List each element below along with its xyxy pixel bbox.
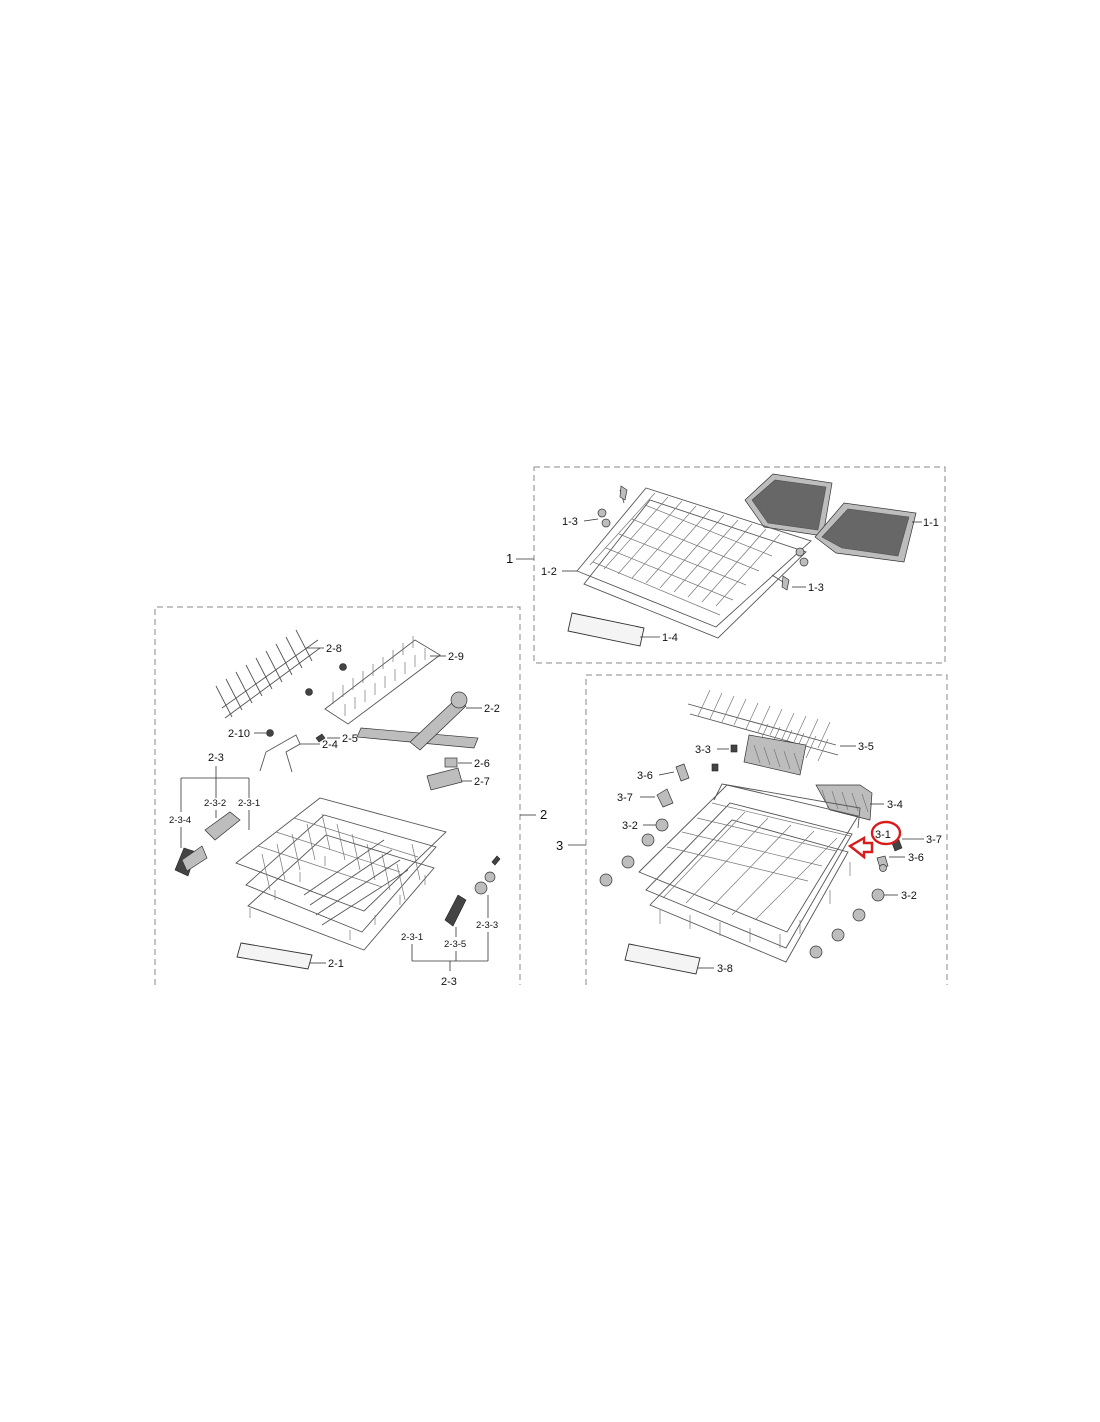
fitting-3-3	[711, 744, 738, 772]
fold-down-tines	[215, 629, 321, 719]
label-2-3-4: 2-3-4	[169, 815, 191, 826]
lower-rack-basket	[235, 797, 447, 951]
label-2-3-1-top: 2-3-1	[238, 798, 260, 809]
group-1-label: 1	[506, 551, 513, 566]
tine-holders	[174, 811, 241, 877]
label-2-7: 2-7	[474, 776, 490, 788]
label-3-7-left: 3-7	[617, 792, 633, 804]
cup-shelves	[743, 734, 873, 821]
label-2-3-bottom: 2-3	[441, 976, 457, 988]
label-2-6: 2-6	[474, 758, 490, 770]
small-fittings	[266, 663, 347, 743]
lower-rack-handle-3	[624, 943, 701, 975]
cutlery-tray	[744, 473, 917, 563]
label-2-5: 2-5	[342, 733, 358, 745]
label-3-8: 3-8	[717, 963, 733, 975]
label-3-2-left: 3-2	[622, 820, 638, 832]
label-3-6-right: 3-6	[908, 852, 924, 864]
rack-insert	[324, 636, 441, 725]
label-1-2: 1-2	[541, 566, 557, 578]
label-1-4: 1-4	[662, 632, 678, 644]
group-3-rack: 3 3-5 3-3 3-4 3-6	[556, 674, 948, 985]
label-1-3-right: 1-3	[808, 582, 824, 594]
label-3-5: 3-5	[858, 741, 874, 753]
fold-tines-right	[687, 689, 839, 762]
group-3-label: 3	[556, 838, 563, 853]
label-2-3-1-bottom: 2-3-1	[401, 932, 423, 943]
label-2-3-2: 2-3-2	[204, 798, 226, 809]
upper-rack-basket	[576, 487, 812, 639]
rack-rollers	[597, 485, 809, 591]
label-2-4: 2-4	[322, 739, 338, 751]
label-3-3: 3-3	[695, 744, 711, 756]
group-2-boundary	[154, 606, 521, 985]
label-3-1: 3-1	[875, 829, 891, 841]
clip-parts	[426, 757, 463, 791]
label-3-4: 3-4	[887, 799, 903, 811]
label-3-6-left: 3-6	[637, 770, 653, 782]
label-2-1: 2-1	[328, 958, 344, 970]
left-clips	[656, 763, 690, 808]
lower-rack-handle	[236, 942, 313, 970]
label-1-3-left: 1-3	[562, 516, 578, 528]
label-2-3-3: 2-3-3	[476, 920, 498, 931]
label-2-9: 2-9	[448, 651, 464, 663]
group-2-rack: 2 2-8 2-9 2-10 2-5 2-	[154, 606, 547, 988]
group-1-boundary	[533, 466, 946, 664]
label-3-7-right: 3-7	[926, 834, 942, 846]
lower-rack-basket-3	[638, 783, 861, 963]
lever-wire	[259, 734, 301, 773]
group-2-label: 2	[540, 807, 547, 822]
rack-wheels	[599, 818, 885, 959]
highlight-circle	[870, 820, 902, 846]
highlight-arrow-icon	[847, 835, 874, 860]
label-2-10: 2-10	[228, 728, 250, 740]
label-1-1: 1-1	[923, 517, 939, 529]
spray-arm	[356, 691, 479, 751]
label-2-3-top: 2-3	[208, 752, 224, 764]
group-1-upper-rack: 1 1-1 1-2 1-3	[506, 466, 946, 664]
upper-rack-handle	[567, 612, 645, 647]
group-3-boundary	[585, 674, 948, 985]
right-tine-holders	[444, 855, 501, 927]
label-2-2: 2-2	[484, 703, 500, 715]
label-2-8: 2-8	[326, 643, 342, 655]
label-2-3-5: 2-3-5	[444, 939, 466, 950]
label-3-2-right: 3-2	[901, 890, 917, 902]
